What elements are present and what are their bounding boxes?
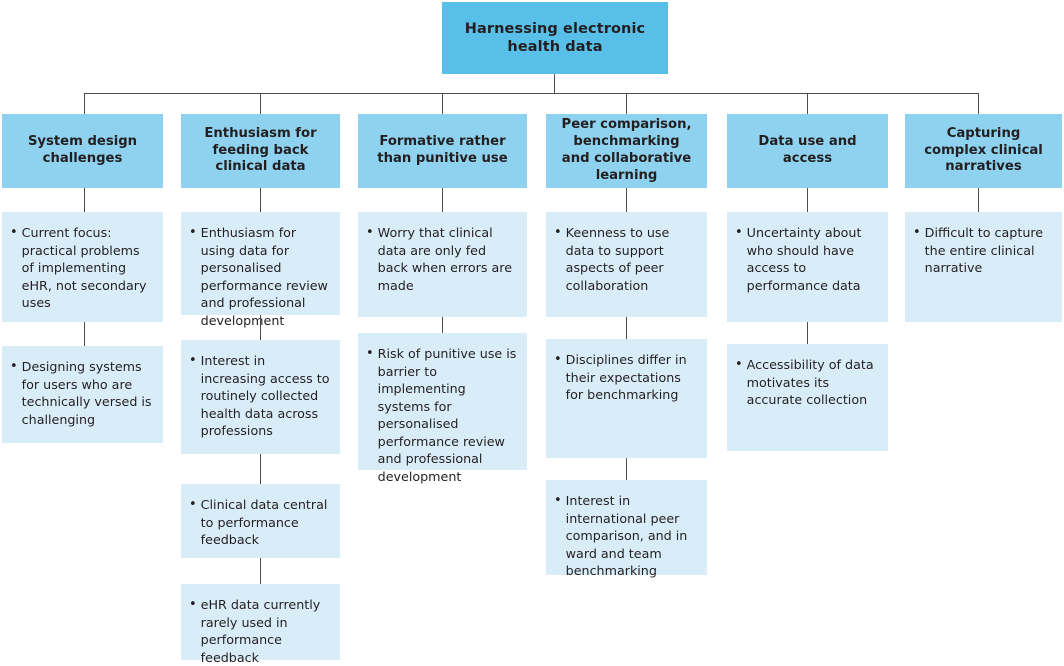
leaf-item-c2-3: • Clinical data central to performance f… (181, 484, 340, 558)
bullet-icon: • (189, 225, 197, 240)
connector-column-3-to-item-1 (442, 188, 444, 212)
bullet-icon: • (189, 497, 197, 512)
leaf-item-c5-1: • Uncertainty about who should have acce… (727, 212, 888, 322)
connector-column-2-item-2-to-3 (260, 454, 262, 484)
leaf-item-c4-2: • Disciplines differ in their expectatio… (546, 339, 707, 458)
bullet-icon: • (366, 346, 374, 361)
leaf-item-c3-1: • Worry that clinical data are only fed … (358, 212, 527, 317)
leaf-item-label: Accessibility of data motivates its accu… (746, 357, 874, 408)
connector-column-2-item-1-to-2 (260, 315, 262, 340)
bullet-icon: • (10, 225, 18, 240)
connector-column-5-item-1-to-2 (807, 322, 809, 344)
connector-bus-to-column-3 (442, 93, 444, 115)
bullet-icon: • (735, 225, 743, 240)
connector-column-5-to-item-1 (807, 188, 809, 212)
connector-column-1-to-item-1 (84, 188, 86, 212)
connector-bus-to-column-1 (84, 93, 86, 115)
bullet-icon: • (10, 359, 18, 374)
leaf-item-label: Uncertainty about who should have access… (746, 225, 862, 293)
connector-column-4-to-item-1 (626, 188, 628, 212)
leaf-item-c4-3: • Interest in international peer compari… (546, 480, 707, 578)
connector-bus-to-column-6 (978, 93, 980, 115)
connector-column-6-to-item-1 (978, 188, 980, 212)
leaf-item-c6-1: • Difficult to capture the entire clinic… (905, 212, 1062, 322)
connector-bus-to-column-5 (807, 93, 809, 115)
bullet-icon: • (366, 225, 374, 240)
leaf-item-label: Current focus: practical problems of imp… (21, 225, 147, 311)
bullet-icon: • (189, 353, 197, 368)
connector-bus-to-column-4 (626, 93, 628, 115)
leaf-item-c1-1: • Current focus: practical problems of i… (2, 212, 163, 322)
leaf-item-label: Disciplines differ in their expectations… (565, 352, 687, 403)
leaf-item-c2-2: • Interest in increasing access to routi… (181, 340, 340, 454)
leaf-item-label: Difficult to capture the entire clinical… (924, 225, 1044, 276)
leaf-item-label: Risk of punitive use is barrier to imple… (377, 346, 517, 484)
connector-column-4-item-1-to-2 (626, 317, 628, 339)
connector-column-2-to-item-1 (260, 188, 262, 212)
leaf-item-label: Clinical data central to performance fee… (200, 497, 328, 548)
connector-column-2-item-3-to-4 (260, 558, 262, 584)
bullet-icon: • (554, 493, 562, 508)
leaf-item-label: Enthusiasm for using data for personalis… (200, 225, 328, 328)
leaf-item-c1-2: • Designing systems for users who are te… (2, 346, 163, 443)
bullet-icon: • (189, 597, 197, 612)
leaf-item-label: Interest in international peer compariso… (565, 493, 688, 579)
leaf-item-label: Keenness to use data to support aspects … (565, 225, 670, 293)
bullet-icon: • (735, 357, 743, 372)
bullet-icon: • (554, 225, 562, 240)
leaf-item-c2-1: • Enthusiasm for using data for personal… (181, 212, 340, 328)
leaf-item-c4-1: • Keenness to use data to support aspect… (546, 212, 707, 317)
connector-column-1-item-1-to-2 (84, 322, 86, 346)
leaf-item-c2-4: • eHR data currently rarely used in perf… (181, 584, 340, 665)
leaf-item-label: Designing systems for users who are tech… (21, 359, 152, 427)
bullet-icon: • (554, 352, 562, 367)
leaf-item-c5-2: • Accessibility of data motivates its ac… (727, 344, 888, 451)
leaf-item-c3-2: • Risk of punitive use is barrier to imp… (358, 333, 527, 484)
leaf-item-label: eHR data currently rarely used in perfor… (200, 597, 321, 665)
connector-column-4-item-2-to-3 (626, 458, 628, 480)
connector-horizontal-bus (84, 93, 979, 95)
leaf-item-label: Worry that clinical data are only fed ba… (377, 225, 513, 293)
leaf-item-label: Interest in increasing access to routine… (200, 353, 330, 439)
connector-bus-to-column-2 (260, 93, 262, 115)
bullet-icon: • (913, 225, 921, 240)
connector-root-stem (554, 74, 556, 94)
connector-column-3-item-1-to-2 (442, 317, 444, 333)
